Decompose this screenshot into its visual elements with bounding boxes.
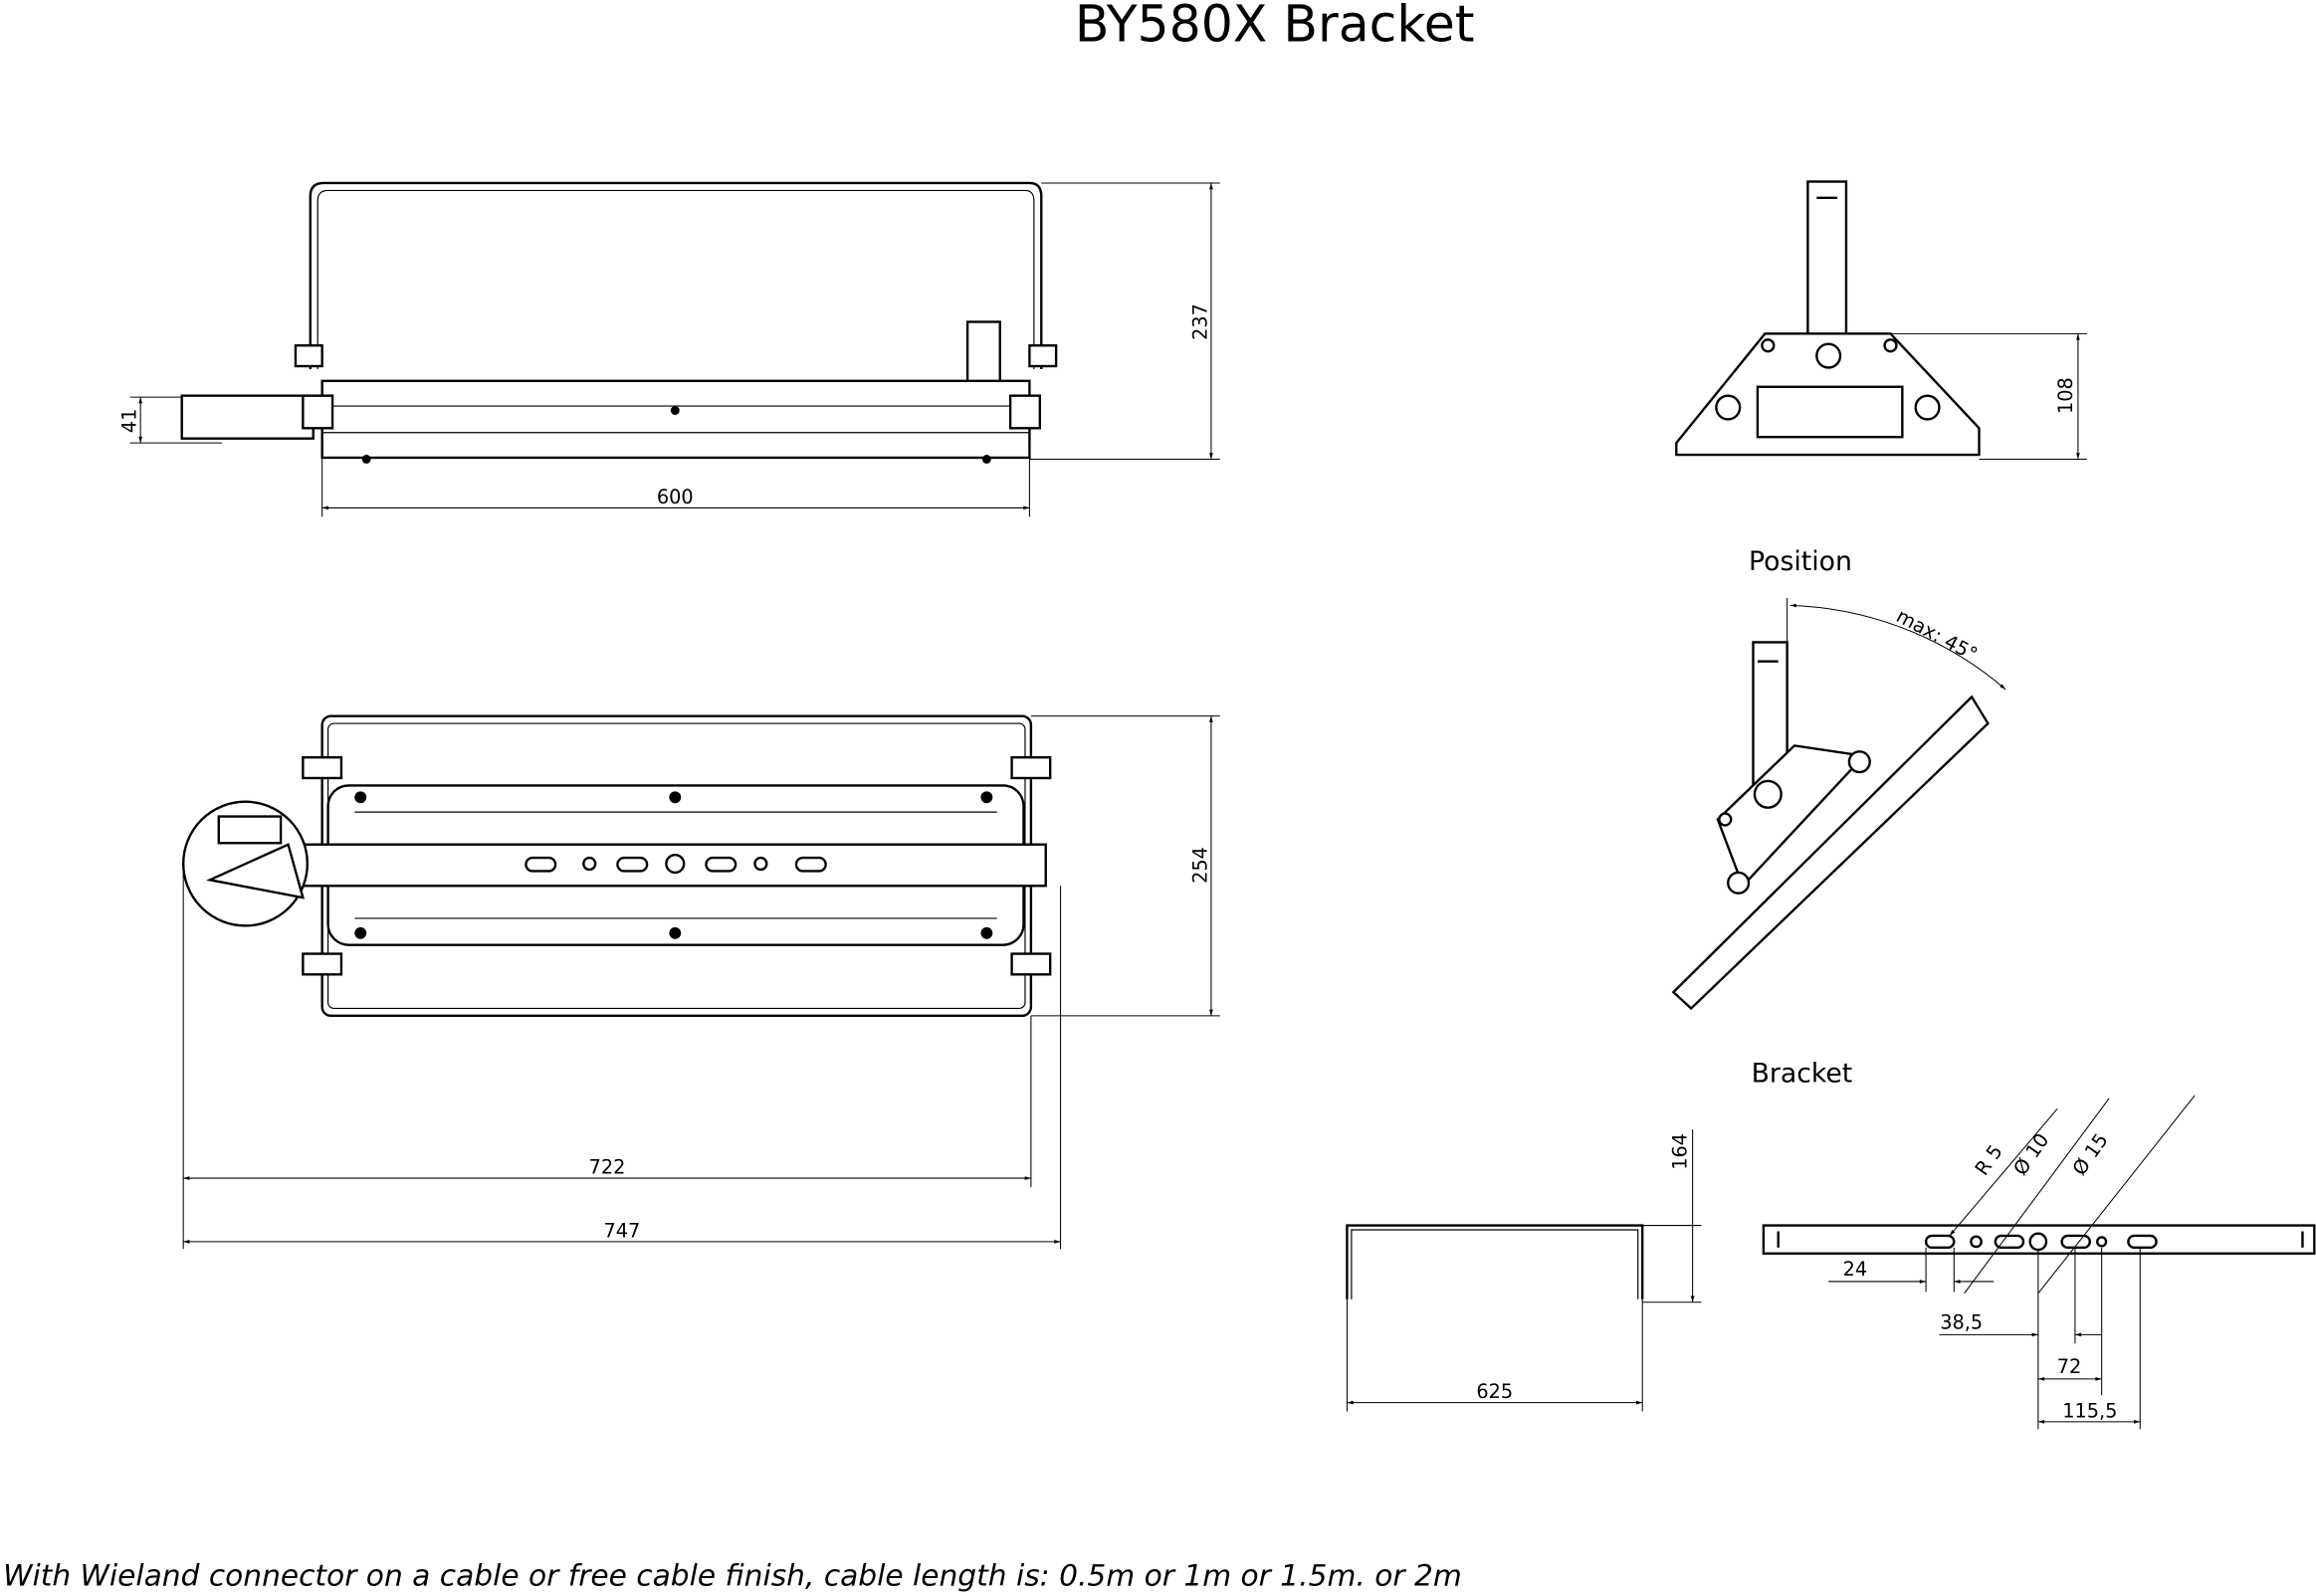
- dim-24: 24: [1843, 1258, 1868, 1281]
- dim-237: 237: [1188, 303, 1211, 340]
- footer-note: With Wieland connector on a cable or fre…: [3, 1558, 1462, 1593]
- dim-d10: Ø 10: [2008, 1129, 2053, 1180]
- bracket-label: Bracket: [1752, 1059, 1853, 1090]
- plan-view: 254 722 747: [181, 714, 1220, 1250]
- dim-115-5: 115,5: [2062, 1399, 2117, 1422]
- dim-38-5: 38,5: [1940, 1310, 1983, 1333]
- dim-72: 72: [2057, 1355, 2082, 1378]
- position-label: Position: [1749, 546, 1852, 577]
- dim-254: 254: [1188, 847, 1211, 884]
- dim-d15: Ø 15: [2068, 1129, 2113, 1180]
- position-view: Position max: 45°: [1671, 546, 2006, 1011]
- dim-164: 164: [1669, 1133, 1692, 1170]
- dim-600: 600: [657, 486, 694, 508]
- dim-108: 108: [2054, 377, 2077, 414]
- bracket-view: Bracket 625 164 R 5 Ø 10 Ø 15 24: [1346, 1059, 2316, 1430]
- dim-625: 625: [1476, 1380, 1513, 1403]
- dim-722: 722: [589, 1156, 626, 1179]
- dim-747: 747: [603, 1219, 640, 1242]
- dim-41: 41: [118, 409, 141, 434]
- side-view: 108: [1675, 180, 2087, 460]
- angle-label: max: 45°: [1893, 604, 1982, 666]
- drawing-title: BY580X Bracket: [1075, 0, 1475, 54]
- front-view: 237 41 600: [118, 181, 1220, 517]
